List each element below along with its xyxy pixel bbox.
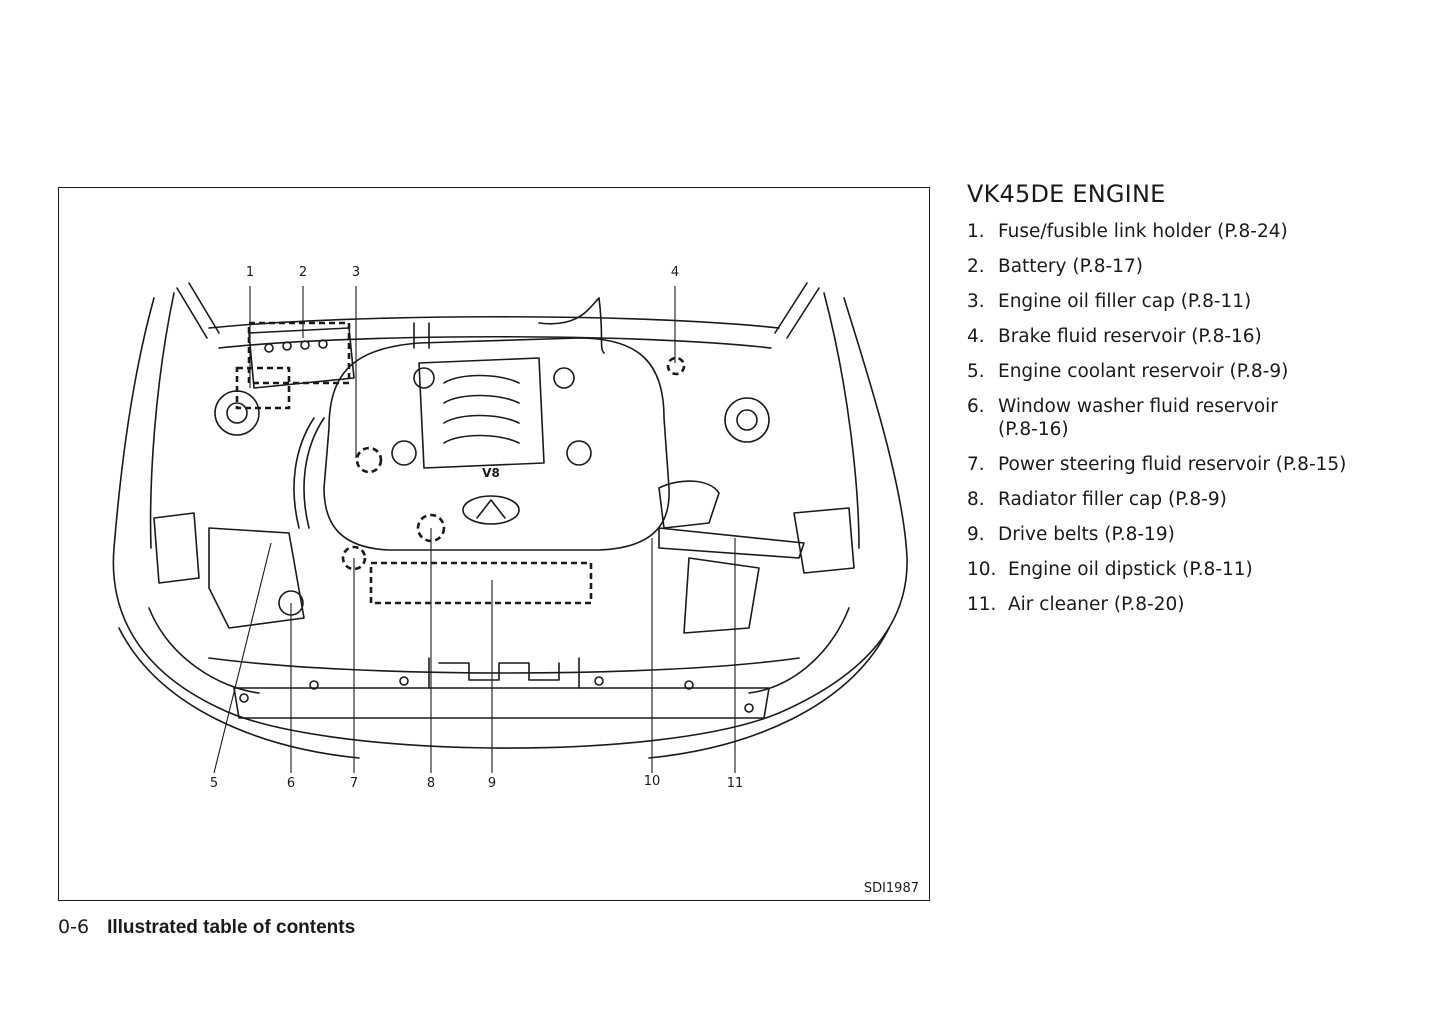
page-footer: 0-6 Illustrated table of contents [58, 916, 355, 939]
section-title: VK45DE ENGINE [967, 180, 1166, 208]
list-item: 11.Air cleaner (P.8-20) [967, 594, 1185, 615]
callout-1: 1 [245, 265, 255, 280]
callout-3: 3 [351, 265, 361, 280]
list-item: 2.Battery (P.8-17) [967, 256, 1143, 277]
legend-list: 1.Fuse/fusible link holder (P.8-24) 2.Ba… [967, 220, 1427, 616]
callout-4: 4 [670, 265, 680, 280]
list-item: 7.Power steering fluid reservoir (P.8-15… [967, 454, 1347, 475]
callout-6: 6 [286, 776, 296, 791]
list-item: 6.Window washer fluid reservoir (P.8-16) [967, 396, 1278, 440]
callout-2: 2 [298, 265, 308, 280]
list-item: 3.Engine oil filler cap (P.8-11) [967, 291, 1252, 312]
list-item: 4.Brake fluid reservoir (P.8-16) [967, 326, 1262, 347]
callout-9: 9 [487, 776, 497, 791]
emblem-text: V8 [482, 466, 500, 480]
list-item: 8.Radiator filler cap (P.8-9) [967, 489, 1227, 510]
list-item: 10.Engine oil dipstick (P.8-11) [967, 559, 1253, 580]
engine-compartment-drawing [112, 282, 908, 774]
callout-7: 7 [349, 776, 359, 791]
page-number: 0-6 [58, 916, 90, 938]
list-item: 1.Fuse/fusible link holder (P.8-24) [967, 221, 1288, 242]
engine-figure: 1 2 3 4 5 6 7 8 9 10 11 V8 SDI1987 [58, 187, 930, 901]
list-item: 9.Drive belts (P.8-19) [967, 524, 1175, 545]
callout-10: 10 [643, 774, 661, 789]
figure-code: SDI1987 [863, 881, 919, 896]
list-item: 5.Engine coolant reservoir (P.8-9) [967, 361, 1289, 382]
legend-panel: VK45DE ENGINE 1.Fuse/fusible link holder… [967, 180, 1427, 628]
callout-11: 11 [726, 776, 744, 791]
callout-5: 5 [209, 776, 219, 791]
footer-title: Illustrated table of contents [107, 917, 356, 938]
callout-8: 8 [426, 776, 436, 791]
